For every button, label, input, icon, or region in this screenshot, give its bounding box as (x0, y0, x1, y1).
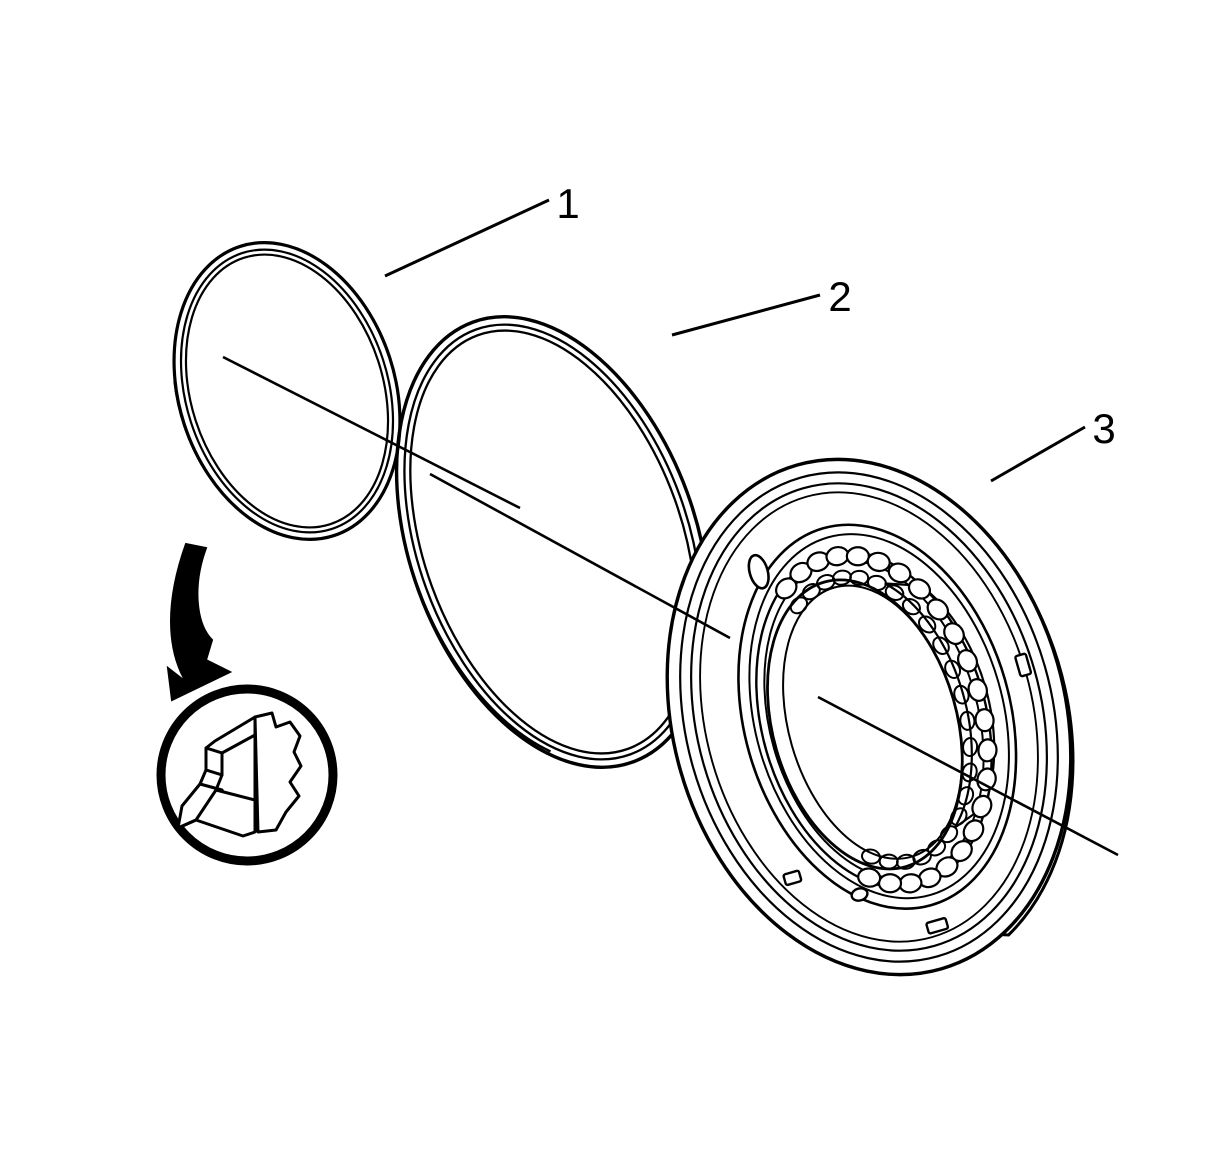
curved-detail-arrow (166, 542, 233, 702)
sprag-tooth-inner (901, 598, 921, 616)
part-small-seal-ring (135, 211, 439, 571)
callout-2[interactable]: 2 (671, 273, 852, 337)
sprag-tooth (887, 562, 912, 584)
axis-lines-group (222, 355, 1119, 857)
sprag-tooth-inner (953, 684, 970, 705)
sprag-tooth-inner (957, 786, 975, 806)
sprag-tooth-inner (917, 615, 937, 634)
sprag-tooth (976, 767, 997, 792)
axis-line-small-ring (222, 355, 521, 510)
callout-3[interactable]: 3 (990, 405, 1116, 483)
sprag-tooth-inner (944, 659, 962, 679)
sprag-tooth-inner (861, 848, 881, 865)
flange-locating-hole-lower (850, 887, 869, 902)
sprag-tooth-inner (962, 737, 979, 757)
sprag-tooth-inner (912, 848, 932, 866)
callout-1-label: 1 (556, 180, 579, 227)
flange-locating-hole (747, 553, 770, 590)
sprag-tooth (866, 551, 891, 573)
sprag-tooth (943, 622, 965, 646)
sprag-tooth-inner (959, 710, 976, 731)
housing-rim-groove-2 (690, 482, 1048, 952)
housing-flange-step (748, 533, 1010, 900)
sprag-tooth-inner (867, 574, 887, 591)
housing-rim-groove-1 (679, 471, 1059, 963)
callout-1[interactable]: 1 (384, 180, 580, 278)
sprag-tooth-inner (816, 573, 836, 591)
sprag-tooth (962, 819, 985, 843)
sprag-tooth-inner (932, 636, 950, 656)
sprag-tooth (974, 708, 995, 733)
sprag-tooth (845, 546, 870, 567)
axis-line-large-ring (429, 472, 731, 640)
rim-notch-right (1014, 652, 1033, 678)
sprag-tooth-inner (878, 853, 899, 870)
housing-flange-inner (737, 523, 1018, 910)
callout-1-leader (384, 198, 550, 278)
axis-line-housing (817, 695, 1119, 857)
sprag-tooth (977, 738, 998, 763)
sprag-tooth (857, 867, 882, 888)
callout-3-label: 3 (1092, 405, 1115, 452)
callouts-group: 1 2 3 (384, 180, 1116, 483)
sprag-tooth (956, 649, 979, 673)
callout-2-leader (671, 293, 821, 337)
sprag-tooth (971, 794, 993, 819)
seal-lip-profile (176, 711, 303, 838)
part-bearing-housing-assembly (665, 457, 1075, 977)
sprag-cage-ring (755, 545, 998, 894)
rim-notch-bottom (925, 917, 950, 935)
callout-3-leader (990, 425, 1086, 483)
sprag-tooth (877, 873, 903, 894)
sprag-tooth-inner (884, 584, 905, 601)
section-detail-bubble (156, 684, 338, 866)
rim-notch-left (782, 869, 803, 887)
sprag-tooth-inner (961, 762, 978, 783)
sprag-tooth-inner (949, 807, 968, 826)
sprag-tooth (926, 598, 950, 621)
callout-2-label: 2 (828, 273, 851, 320)
sprag-tooth (907, 578, 932, 600)
sprag-tooth-inner (849, 569, 870, 586)
